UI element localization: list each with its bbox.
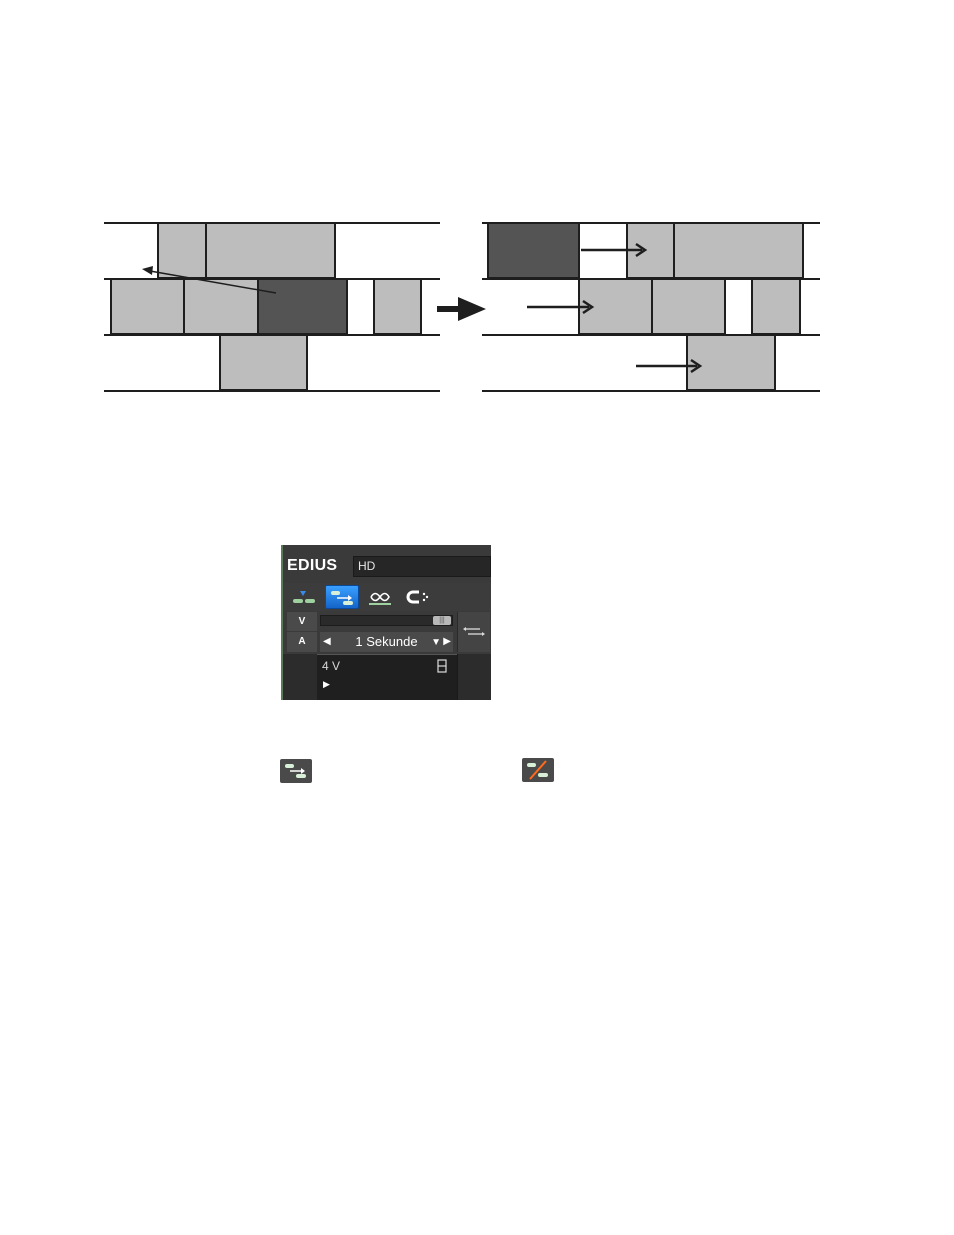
clip [205,222,336,279]
sync-icon [463,627,485,636]
timescale-value: 1 Sekunde [355,634,418,649]
clip [373,278,422,335]
zoom-slider[interactable]: ||| [320,615,453,626]
scale-next-icon[interactable]: ▶ [443,636,451,647]
sync-toggle-button[interactable] [457,612,490,652]
ripple-mode-on-icon [280,759,312,783]
transition-arrow [437,297,486,321]
track-left-column [283,654,317,700]
ripple-mode-off-icon [522,758,554,782]
slider-thumb[interactable]: ||| [433,616,451,625]
clip-dark [257,278,348,335]
clip [157,222,207,279]
timescale-selector[interactable]: ◀ 1 Sekunde ▼ ▶ [320,632,453,652]
clip [751,278,801,335]
expand-arrow-icon[interactable]: ▶ [323,679,330,689]
clip [219,334,308,391]
video-row-label[interactable]: V [287,612,317,631]
edius-timeline-panel: EDIUS HD [281,545,491,700]
loop-mode-icon[interactable] [363,585,397,609]
clip [686,334,776,391]
timeline-toolbar [283,583,491,611]
track-mode-icon[interactable] [287,585,321,609]
clip [673,222,804,279]
edius-logo: EDIUS [287,557,338,574]
clip-dark [487,222,580,279]
clip [110,278,185,335]
left-timeline [104,222,440,392]
ripple-diagram [104,222,820,392]
film-icon [437,659,447,673]
track-header[interactable]: 4 V ▶ [317,654,457,700]
track-name: 4 V [322,659,341,673]
magnet-snap-icon[interactable] [401,585,435,609]
scale-prev-icon[interactable]: ◀ [323,636,331,647]
ripple-mode-button[interactable] [325,585,359,609]
right-timeline [482,222,820,392]
project-name-field[interactable]: HD [353,556,491,577]
audio-row-label[interactable]: A [287,632,317,652]
shift-arrows [527,242,703,374]
chevron-down-icon[interactable]: ▼ [431,637,441,648]
move-arrow [142,266,277,294]
track-right-column [457,654,491,700]
clip [651,278,726,335]
